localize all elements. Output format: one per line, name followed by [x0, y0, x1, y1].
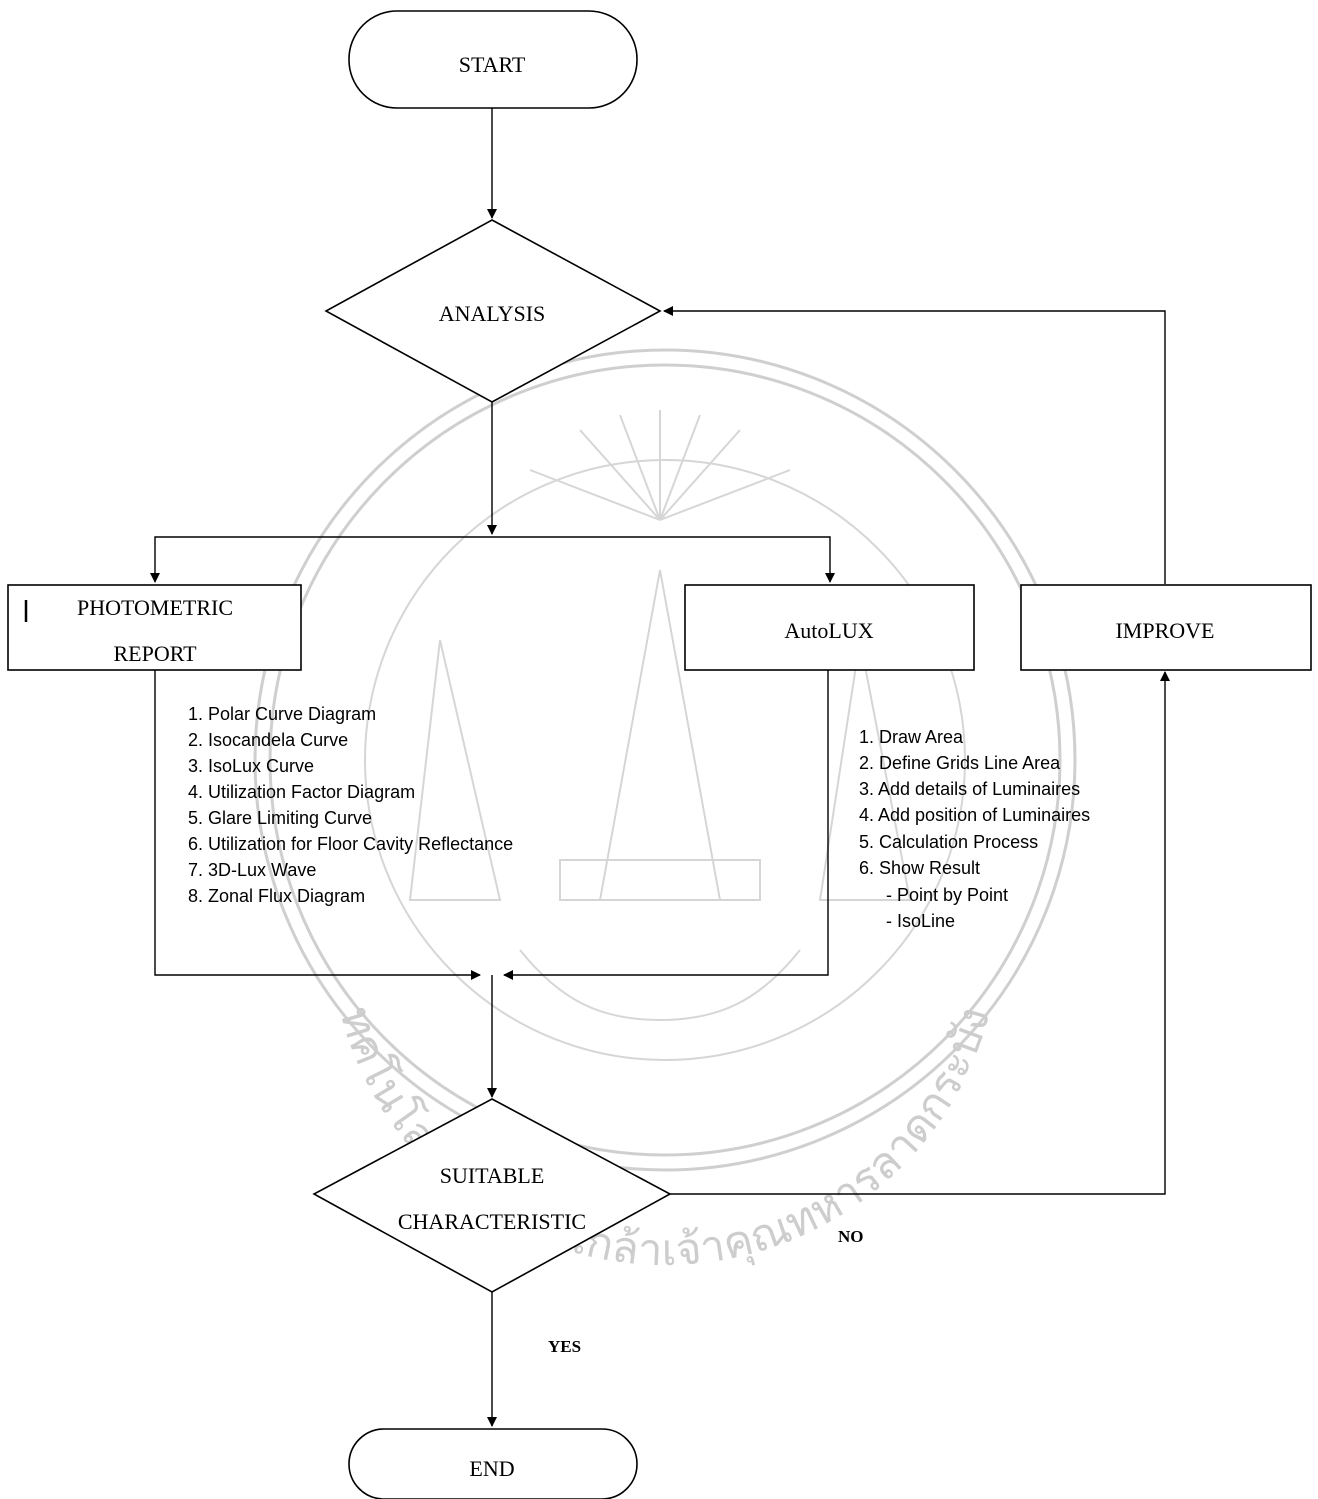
photometric-report-node: PHOTOMETRIC REPORT — [7, 584, 302, 671]
arrow-photometric-to-merge — [154, 670, 481, 980]
end-node: END — [348, 1428, 638, 1499]
improve-label: IMPROVE — [1115, 618, 1214, 643]
arrow-to-photometric — [150, 536, 492, 583]
list-item: 3. IsoLux Curve — [188, 756, 314, 776]
suitable-label-line1: SUITABLE — [440, 1163, 545, 1188]
list-item: 6. Show Result — [859, 858, 980, 878]
arrow-to-autolux — [492, 536, 835, 583]
list-item: 6. Utilization for Floor Cavity Reflecta… — [188, 834, 513, 854]
list-item: 7. 3D-Lux Wave — [188, 860, 316, 880]
list-item: 2. Define Grids Line Area — [859, 753, 1061, 773]
list-item: 2. Isocandela Curve — [188, 730, 348, 750]
autolux-items-list: 1. Draw Area 2. Define Grids Line Area 3… — [859, 727, 1090, 931]
list-item: 4. Utilization Factor Diagram — [188, 782, 415, 802]
autolux-node: AutoLUX — [684, 584, 975, 671]
photometric-items-list: 1. Polar Curve Diagram 2. Isocandela Cur… — [188, 704, 513, 906]
start-node: START — [348, 10, 638, 109]
list-item: - IsoLine — [886, 911, 955, 931]
list-item: 1. Polar Curve Diagram — [188, 704, 376, 724]
list-item: 5. Calculation Process — [859, 832, 1038, 852]
suitable-characteristic-node: SUITABLE CHARACTERISTIC — [312, 1098, 672, 1293]
suitable-label-line2: CHARACTERISTIC — [398, 1209, 586, 1234]
photometric-label-line1: PHOTOMETRIC — [77, 595, 233, 620]
start-label: START — [459, 52, 526, 77]
improve-node: IMPROVE — [1020, 584, 1312, 671]
list-item: 4. Add position of Luminaires — [859, 805, 1090, 825]
list-item: 5. Glare Limiting Curve — [188, 808, 372, 828]
arrow-autolux-to-merge — [503, 670, 829, 980]
list-item: 3. Add details of Luminaires — [859, 779, 1080, 799]
analysis-node: ANALYSIS — [324, 219, 662, 403]
list-item: - Point by Point — [886, 885, 1008, 905]
autolux-label: AutoLUX — [784, 618, 873, 643]
edge-label-no: NO — [838, 1227, 864, 1246]
list-item: 1. Draw Area — [859, 727, 964, 747]
end-label: END — [469, 1456, 514, 1481]
connectors — [150, 108, 1170, 1427]
edge-label-yes: YES — [548, 1337, 581, 1356]
arrow-no-to-improve — [670, 671, 1170, 1195]
analysis-label: ANALYSIS — [439, 301, 546, 326]
photometric-label-line2: REPORT — [113, 641, 197, 666]
list-item: 8. Zonal Flux Diagram — [188, 886, 365, 906]
arrow-improve-to-analysis — [663, 306, 1166, 584]
